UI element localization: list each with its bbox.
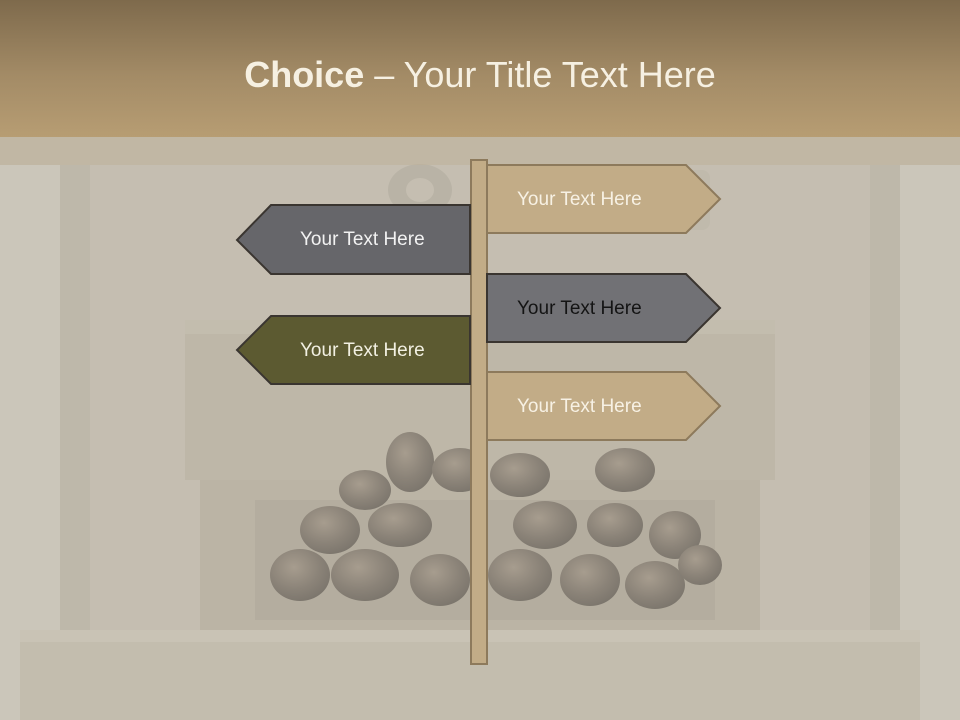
sign-label-4[interactable]: Your Text Here	[300, 340, 425, 361]
sign-arrow-1[interactable]	[486, 164, 722, 234]
sign-arrow-2[interactable]	[235, 204, 471, 275]
sign-arrow-4[interactable]	[235, 315, 471, 385]
signpost-pole	[470, 159, 488, 665]
title-rest-part: – Your Title Text Here	[364, 54, 716, 95]
slide-title[interactable]: Choice – Your Title Text Here	[0, 52, 960, 98]
title-bar	[0, 0, 960, 137]
sign-arrow-3[interactable]	[486, 273, 722, 343]
title-bold-part: Choice	[244, 54, 365, 95]
sign-label-3[interactable]: Your Text Here	[517, 298, 642, 319]
sign-label-1[interactable]: Your Text Here	[517, 189, 642, 210]
sign-arrow-5[interactable]	[486, 371, 722, 441]
sign-label-5[interactable]: Your Text Here	[517, 396, 642, 417]
sign-label-2[interactable]: Your Text Here	[300, 229, 425, 250]
